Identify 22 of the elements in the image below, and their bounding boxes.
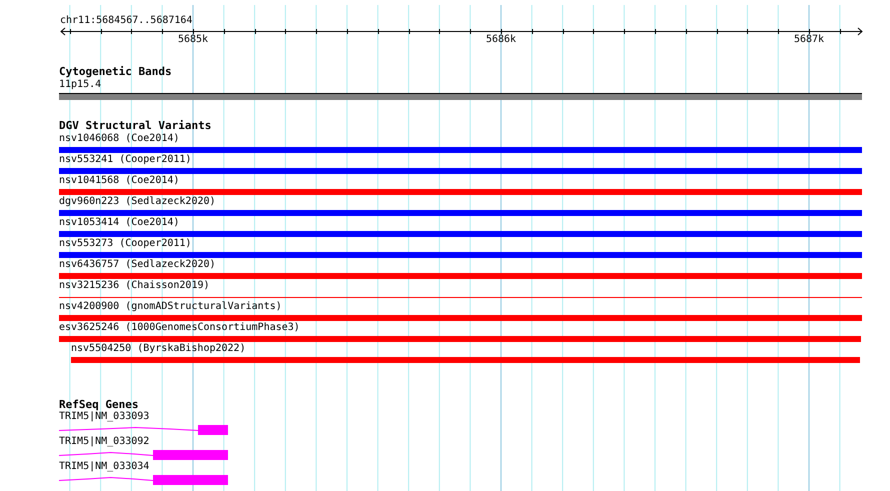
track-title: RefSeq Genes <box>59 399 138 411</box>
feature-label: TRIM5|NM_033034 <box>59 461 150 473</box>
track-title: Cytogenetic Bands <box>59 66 172 78</box>
tick-label: 5685k <box>178 34 208 46</box>
tick-label: 5686k <box>486 34 516 46</box>
feature-label: TRIM5|NM_033093 <box>59 411 150 423</box>
feature-label: nsv5504250 (ByrskaBishop2022) <box>71 343 246 355</box>
feature-label: nsv553273 (Cooper2011) <box>59 238 192 250</box>
feature-label: nsv553241 (Cooper2011) <box>59 154 192 166</box>
feature-label: nsv1041568 (Coe2014) <box>59 175 180 187</box>
feature-label: nsv1046068 (Coe2014) <box>59 133 180 145</box>
feature-label: dgv960n223 (Sedlazeck2020) <box>59 196 216 208</box>
feature-label: nsv4200900 (gnomADStructuralVariants) <box>59 301 282 313</box>
tick-label: 5687k <box>794 34 824 46</box>
feature-label: nsv6436757 (Sedlazeck2020) <box>59 259 216 271</box>
feature-label: nsv3215236 (Chaisson2019) <box>59 280 210 292</box>
feature-label: 11p15.4 <box>59 79 102 91</box>
track-title: DGV Structural Variants <box>59 120 212 132</box>
feature-label: nsv1053414 (Coe2014) <box>59 217 180 229</box>
feature-label: esv3625246 (1000GenomesConsortiumPhase3) <box>59 322 300 334</box>
coordinate-label: chr11:5684567..5687164 <box>60 15 192 27</box>
feature-label: TRIM5|NM_033092 <box>59 436 150 448</box>
